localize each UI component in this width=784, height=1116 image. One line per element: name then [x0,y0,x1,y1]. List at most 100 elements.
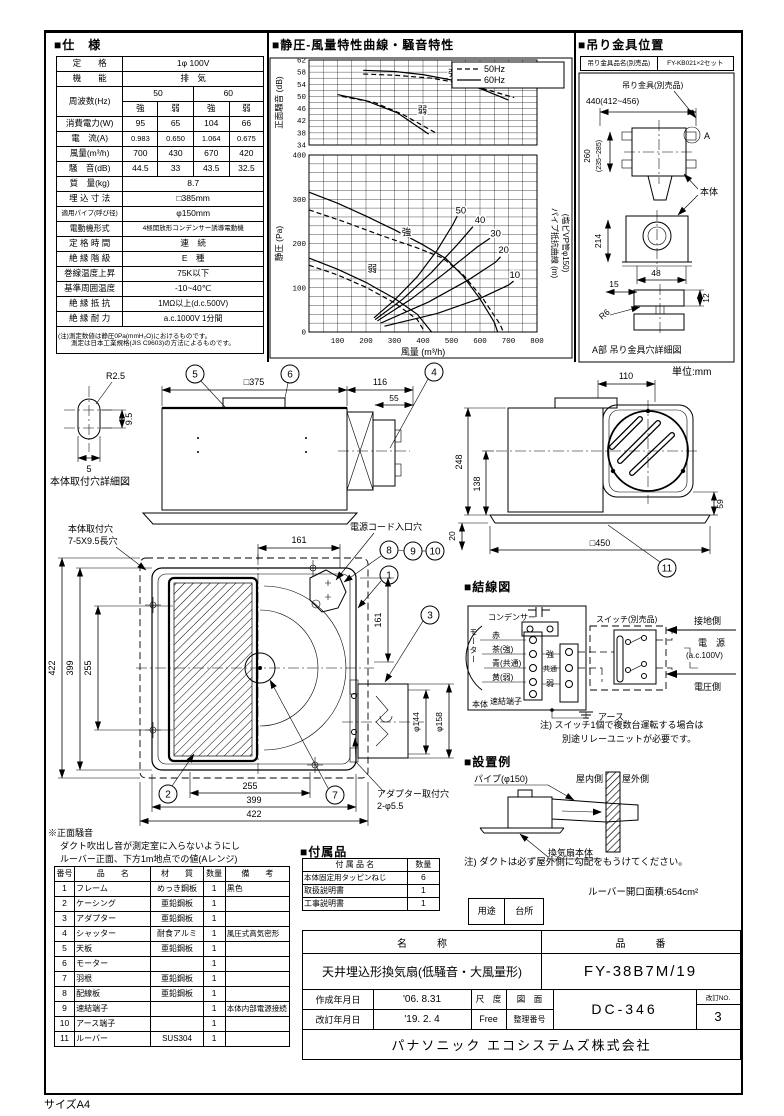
svg-text:100: 100 [292,285,306,293]
table-cell: 工事説明書 [302,897,408,911]
table-cell: 7 [53,971,76,987]
outdoor-label: 屋外側 [622,773,649,784]
table-cell: 速結端子 [74,1001,152,1017]
table-cell: a.c.1000V 1分間 [122,311,264,327]
noise-note-3: ルーバー正面、下方1m地点での値(Aレンジ) [60,854,238,864]
table-cell: 吊り金具品名(別売品) [580,56,658,71]
front-view-body [489,397,711,524]
balloon-7: 7 [269,679,345,805]
table-cell: ケーシング [74,896,152,912]
table-cell [224,941,291,957]
table-cell: 天板 [74,941,152,957]
dim-5: 5 [86,464,91,474]
svg-text:0: 0 [301,330,306,338]
model-number: FY-38B7M/19 [541,953,740,990]
wire-brown-label: 茶(強) [492,644,514,654]
mounting-hole-spec: 7-5X9.5長穴 [68,535,118,546]
table-cell: 1 [202,911,226,927]
table-cell: 6 [53,956,76,972]
svg-text:38: 38 [297,130,306,138]
table-cell: アース端子 [74,1016,152,1032]
drawing-label: 図 面 [506,989,554,1010]
adapter-hole-label: アダプター取付穴 [377,788,449,799]
svg-text:7: 7 [332,791,338,802]
bracket-dim-height: 260 [583,149,592,163]
page-frame [44,30,743,1095]
table-cell: E 種 [122,251,264,267]
wiring-note-1: 注) スイッチ1個で複数台運転する場合は [540,720,704,730]
table-cell: 弱 [228,101,265,117]
plan-view-drawing: 本体取付穴 7-5X9.5長穴 電源コード入口穴 [47,521,454,826]
table-cell: 104 [192,116,230,132]
chart-section-title: ■静圧-風量特性曲線・騒音特性 [272,38,455,52]
hole-detail-drawing: R2.5 9.5 5 本体取付穴詳細図 [50,371,134,488]
table-cell: 番号 [53,866,76,882]
svg-text:400: 400 [292,153,306,161]
wire-yellow-label: 黄(弱) [492,672,514,682]
side-view-body [141,397,410,525]
table-cell: ルーバー [74,1031,152,1047]
power-cord-hole-label: 電源コード入口穴 [350,521,422,532]
section-divider-2 [574,32,576,362]
pq-noise-chart: 3438424650545862強弱正面騒音 (dB)0100200300400… [269,57,573,359]
dim-399-bottom: 399 [246,795,261,805]
svg-text:200: 200 [292,241,306,249]
table-cell: 66 [228,116,265,132]
table-cell: 巻線温度上昇 [55,266,124,282]
dim-15: 15 [609,279,619,289]
svg-text:30: 30 [490,228,501,239]
bracket-dim-width: 440(412~456) [586,96,639,106]
table-cell: 弱 [157,101,194,117]
dim-r6: R6 [597,307,612,322]
condenser-label: コンデンサー [488,612,536,622]
table-cell: 1 [202,896,226,912]
svg-text:60Hz: 60Hz [484,75,506,85]
fan-body-label: 換気扇本体 [548,847,593,858]
table-cell: 消費電力(W) [55,116,124,132]
dim-255-bottom: 255 [242,781,257,791]
table-cell: 電 流(A) [55,131,124,147]
table-cell: 備 考 [224,866,291,882]
table-cell: 9 [53,1001,76,1017]
drawing-number: DC-346 [553,989,697,1030]
terminal-weak-label: 弱 [546,679,554,688]
svg-text:600: 600 [473,338,487,346]
table-cell: 1 [202,1016,226,1032]
table-cell: 適用パイプ(呼び径) [55,206,124,222]
table-cell: めっき鋼板 [150,881,204,897]
table-cell: 1 [202,971,226,987]
table-cell [224,1031,291,1047]
svg-text:800: 800 [530,338,544,346]
table-cell: 付 属 品 名 [302,858,408,872]
scale-label: 尺 度 [471,989,507,1010]
table-cell: 1 [202,1001,226,1017]
voltage-side-label: 電圧側 [694,681,721,692]
created-label: 作成年月日 [303,989,374,1010]
table-cell: 1 [202,881,226,897]
dim-450: □450 [590,538,610,548]
table-cell: 絶 縁 耐 力 [55,311,124,327]
svg-text:強: 強 [402,227,412,239]
install-section-title: ■設置例 [464,755,512,769]
dim-110: 110 [619,371,633,381]
dim-116: 116 [373,377,387,387]
svg-text:46: 46 [297,106,307,114]
model-header: 品 番 [541,931,740,954]
dim-161-top: 161 [291,535,306,545]
svg-text:300: 300 [292,197,306,205]
svg-text:500: 500 [445,338,459,346]
table-cell: 騒 音(dB) [55,161,124,177]
wire-blue-label: 青(共通) [492,658,522,668]
svg-text:2: 2 [165,790,171,801]
dim-48: 48 [651,268,661,278]
table-cell: モーター [74,956,152,972]
svg-text:1: 1 [386,571,392,582]
table-cell: フレーム [74,881,152,897]
revised-label: 改訂年月日 [303,1009,374,1030]
table-cell: φ150mm [122,206,264,222]
dim-255-left: 255 [83,660,93,675]
table-cell: 5 [53,941,76,957]
bracket-lower-unit [622,210,692,270]
table-cell: 1 [406,897,441,911]
